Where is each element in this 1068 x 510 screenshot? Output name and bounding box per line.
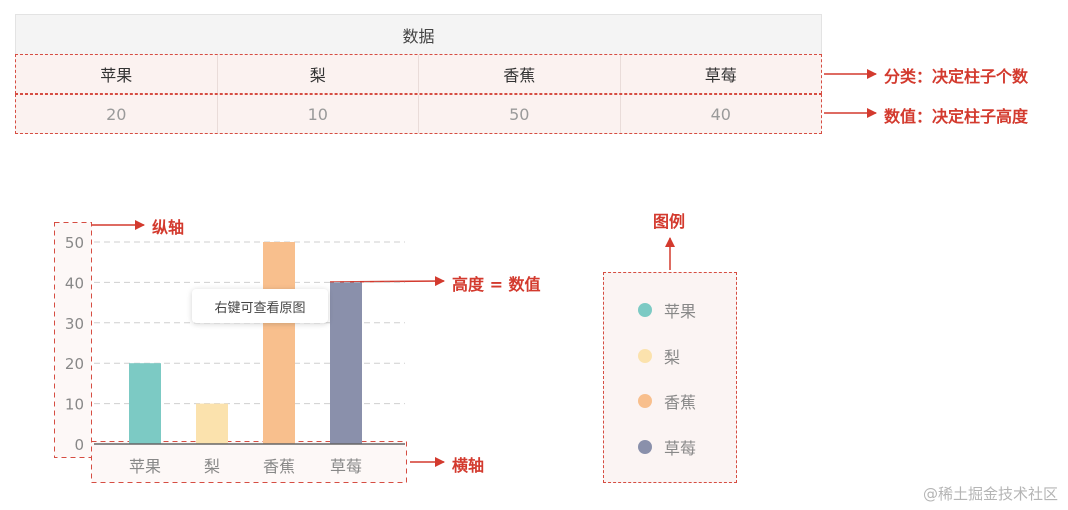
y-tick-label-20: 20 [65, 355, 84, 373]
category-cell-strawberry: 草莓 [704, 66, 737, 85]
x-tick-label-0: 苹果 [129, 457, 161, 476]
legend-item-pear: 梨 [638, 344, 680, 368]
x-axis-box [91, 441, 407, 483]
legend-dot-strawberry [638, 440, 652, 454]
y-tick-label-50: 50 [65, 234, 84, 252]
x-tick-label-2: 香蕉 [263, 457, 295, 476]
legend-item-apple: 苹果 [638, 298, 696, 322]
category-note: 分类：决定柱子个数 [884, 67, 1029, 86]
y-axis-note: 纵轴 [152, 218, 185, 237]
category-cell-banana: 香蕉 [419, 55, 621, 93]
bar-0 [129, 363, 161, 444]
y-tick-label-0: 0 [74, 436, 84, 454]
value-cell-pear: 10 [218, 95, 419, 133]
y-axis-box [54, 222, 92, 458]
y-tick-label-10: 10 [65, 396, 84, 414]
legend-dot-apple [638, 303, 652, 317]
y-tick-label-40: 40 [65, 274, 84, 292]
bar-2 [263, 242, 295, 444]
value-note: 数值：决定柱子高度 [884, 107, 1029, 126]
table-title: 数据 [15, 14, 822, 54]
legend-note: 图例 [653, 212, 686, 231]
height-arrow [329, 276, 445, 287]
height-value-note: 高度 = 数值 [452, 275, 541, 294]
value-cell-strawberry: 40 [710, 104, 731, 124]
category-cell-pear: 梨 [218, 55, 419, 93]
legend-label-pear: 梨 [664, 348, 681, 367]
value-cell-banana: 50 [419, 95, 621, 133]
value-row: 20 10 50 40 [15, 94, 822, 134]
bar-3 [330, 282, 362, 444]
x-tick-label-3: 草莓 [330, 457, 362, 476]
bar-1 [196, 403, 228, 444]
legend-label-apple: 苹果 [664, 302, 697, 321]
legend-dot-pear [638, 349, 652, 363]
watermark: @稀土掘金技术社区 [922, 485, 1058, 503]
legend-item-strawberry: 草莓 [638, 435, 696, 459]
value-cell-apple: 20 [16, 95, 218, 133]
legend-item-banana: 香蕉 [638, 389, 696, 413]
legend-dot-banana [638, 394, 652, 408]
x-tick-label-1: 梨 [204, 457, 220, 476]
y-tick-label-30: 30 [65, 315, 84, 333]
legend-box: 苹果 梨 香蕉 草莓 [603, 272, 737, 483]
category-cell-apple: 苹果 [16, 55, 218, 93]
legend-label-strawberry: 草莓 [664, 439, 697, 458]
legend-label-banana: 香蕉 [664, 393, 697, 412]
category-row: 苹果 梨 香蕉 草莓 [15, 54, 822, 94]
right-click-tooltip: 右键可查看原图 [192, 289, 328, 323]
x-axis-note: 横轴 [452, 456, 485, 475]
